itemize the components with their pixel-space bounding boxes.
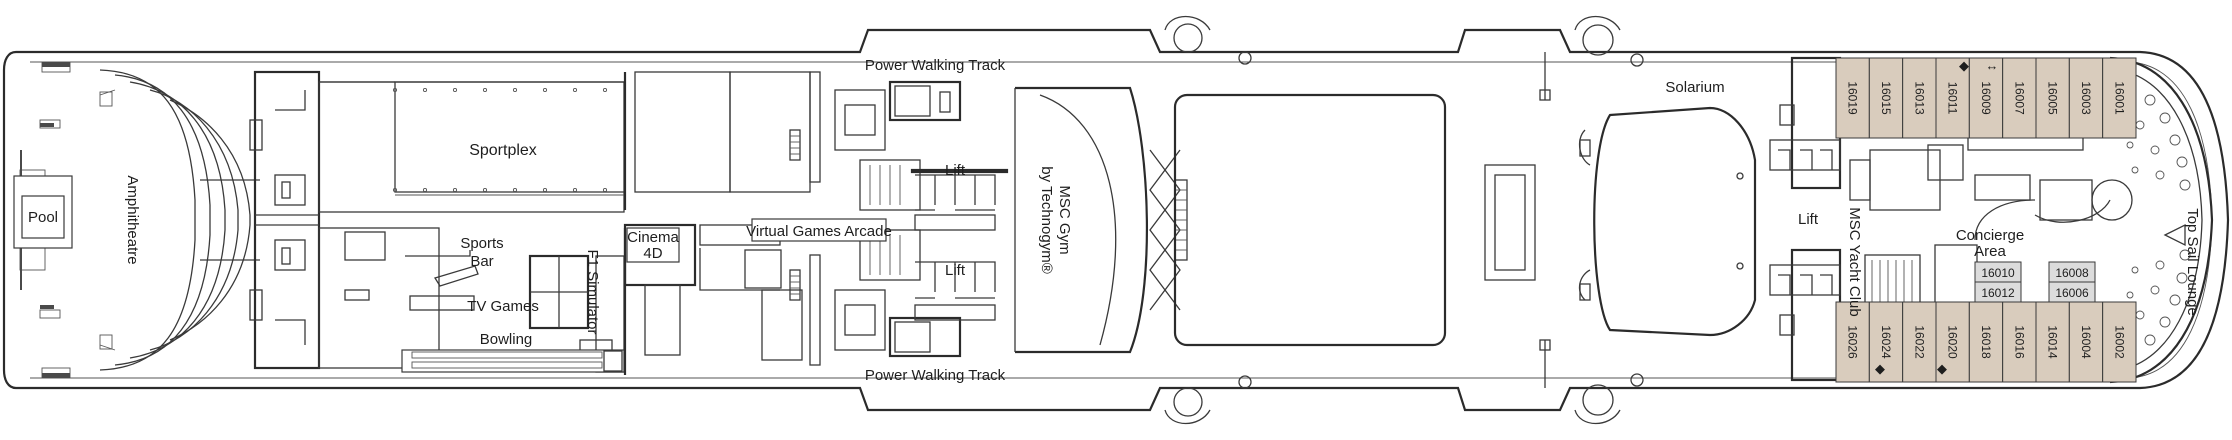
cinema-label-box — [626, 227, 680, 263]
cabin-number-16008: 16008 — [2055, 266, 2089, 280]
lift-label-1: Lift — [945, 162, 966, 179]
concierge-label-line2: Area — [1974, 243, 2006, 260]
cabin-16019 — [1835, 57, 1870, 139]
cabin-16012 — [1974, 281, 2022, 303]
svg-text:◆: ◆ — [1875, 361, 1885, 376]
f1-simulator-label: F1 Simulator — [584, 249, 601, 334]
sports-bar-label-line1: Sports — [460, 235, 503, 252]
cinema-label-line1: Cinema — [627, 229, 679, 246]
lift-label-2: Lift — [945, 262, 966, 279]
svg-text:◆: ◆ — [1959, 58, 1969, 73]
solarium-label: Solarium — [1665, 79, 1724, 96]
cabin-number-16005: 16005 — [2046, 81, 2060, 115]
cabin-number-16004: 16004 — [2079, 325, 2093, 359]
cabin-number-16011: 16011 — [1946, 82, 1960, 115]
power-walking-track-bottom-label: Power Walking Track — [865, 367, 1006, 384]
cabin-number-16006: 16006 — [2055, 286, 2089, 300]
gym-label-line1: MSC Gym — [1056, 185, 1073, 254]
cabin-16001 — [2102, 57, 2137, 139]
central-open-deck — [1173, 52, 1551, 388]
cabins-inner-group: 16010 16012 16008 16006 — [1974, 261, 2096, 303]
cabin-16024 — [1868, 301, 1904, 383]
bowling-label: Bowling — [480, 331, 533, 348]
cabin-number-16007: 16007 — [2012, 81, 2026, 115]
accessible-markers: ◆ ↔ ◆ ◆ — [1875, 58, 1999, 376]
pool-label-box — [21, 195, 65, 239]
cabin-number-16009: 16009 — [1979, 81, 1993, 115]
mid-cores — [834, 80, 962, 358]
svg-text:◆: ◆ — [1937, 361, 1947, 376]
sportplex-area — [318, 72, 627, 213]
cabin-16009 — [1968, 57, 2004, 139]
cabin-number-16012: 16012 — [1981, 286, 2015, 300]
cabin-number-16020: 16020 — [1946, 325, 1960, 359]
cabin-16013 — [1902, 57, 1937, 139]
pool-label: Pool — [28, 209, 58, 226]
cabin-number-16014: 16014 — [2046, 325, 2060, 359]
svg-text:↔: ↔ — [1986, 58, 1999, 73]
solarium-area — [1578, 106, 1757, 337]
lift-blocks — [910, 168, 1009, 321]
sportplex-label: Sportplex — [469, 142, 537, 159]
yacht-club-label: MSC Yacht Club — [1846, 207, 1863, 317]
concierge-label-line1: Concierge — [1956, 227, 2024, 244]
cabin-16007 — [2002, 57, 2037, 139]
cabin-16004 — [2068, 301, 2104, 383]
cabin-16011 — [1935, 57, 1970, 139]
cabins-top-row: 16019 16015 16013 16011 16009 16007 16005 16003… — [1835, 57, 2137, 139]
cabin-16002 — [2102, 301, 2137, 383]
cabin-number-16018: 16018 — [1979, 325, 1993, 359]
cabin-number-16026: 16026 — [1846, 325, 1860, 359]
stern-core — [249, 70, 321, 370]
gym-area — [1014, 86, 1149, 354]
cabin-16020 — [1935, 301, 1970, 383]
sports-bar-label-line2: Bar — [470, 253, 493, 270]
cabin-16014 — [2035, 301, 2070, 383]
cinema-arcade-zone — [623, 71, 821, 375]
hull-outline — [2, 28, 2230, 412]
cabins-bottom-row: 16026 16024 16022 16020 16018 16016 16014 16004… — [1835, 301, 2137, 383]
cabin-number-16010: 16010 — [1981, 266, 2015, 280]
virtual-games-label-box — [751, 218, 887, 242]
cabin-number-16016: 16016 — [2012, 325, 2026, 359]
cabin-number-16015: 16015 — [1879, 81, 1893, 115]
amphitheatre-label: Amphitheatre — [124, 175, 141, 264]
entertainment-zone — [318, 227, 625, 373]
lift-label-3: Lift — [1798, 211, 1819, 228]
cabin-number-16024: 16024 — [1879, 325, 1893, 359]
cinema-label-line2: 4D — [643, 245, 662, 262]
amphitheatre-seating — [99, 69, 260, 371]
cabin-16006 — [2048, 281, 2096, 303]
power-walking-track-top-label: Power Walking Track — [865, 57, 1006, 74]
virtual-games-arcade-label: Virtual Games Arcade — [746, 223, 892, 240]
cabin-number-16019: 16019 — [1846, 81, 1860, 115]
cabin-16003 — [2068, 57, 2104, 139]
cabin-number-16013: 16013 — [1912, 81, 1926, 115]
cabin-number-16003: 16003 — [2079, 81, 2093, 115]
top-sail-lounge-label: Top Sail Lounge — [2184, 208, 2201, 316]
tv-games-label: TV Games — [467, 298, 539, 315]
cabin-16016 — [2002, 301, 2037, 383]
bowling-lanes — [401, 349, 625, 373]
cabin-number-16001: 16001 — [2112, 81, 2126, 115]
gym-label-line2: by Technogym® — [1038, 166, 1055, 274]
cabin-number-16002: 16002 — [2112, 325, 2126, 359]
tender-bumps — [1164, 16, 1644, 424]
cabin-number-16022: 16022 — [1912, 325, 1926, 359]
